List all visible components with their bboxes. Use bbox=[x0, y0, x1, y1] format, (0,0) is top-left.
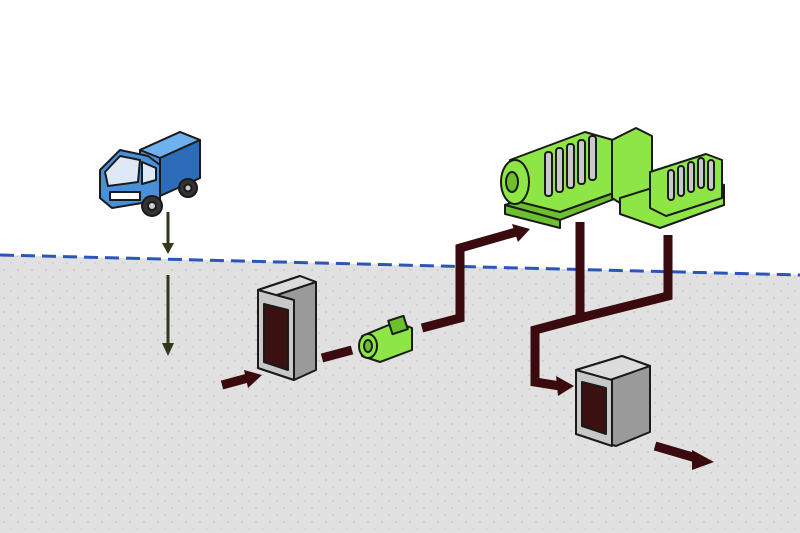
ground-region bbox=[0, 255, 800, 533]
cabinet-icon bbox=[257, 275, 317, 381]
arrow-right-icon bbox=[692, 450, 714, 470]
arrow-heads bbox=[244, 224, 714, 470]
down-arrow-icon bbox=[162, 212, 174, 356]
truck-icon bbox=[99, 131, 201, 217]
surface-line bbox=[0, 253, 800, 277]
flow-pipes bbox=[220, 222, 698, 463]
cabinet-icon bbox=[575, 355, 651, 447]
generator-icon bbox=[619, 153, 725, 229]
motor-icon bbox=[500, 127, 653, 229]
valve-icon bbox=[358, 314, 413, 363]
